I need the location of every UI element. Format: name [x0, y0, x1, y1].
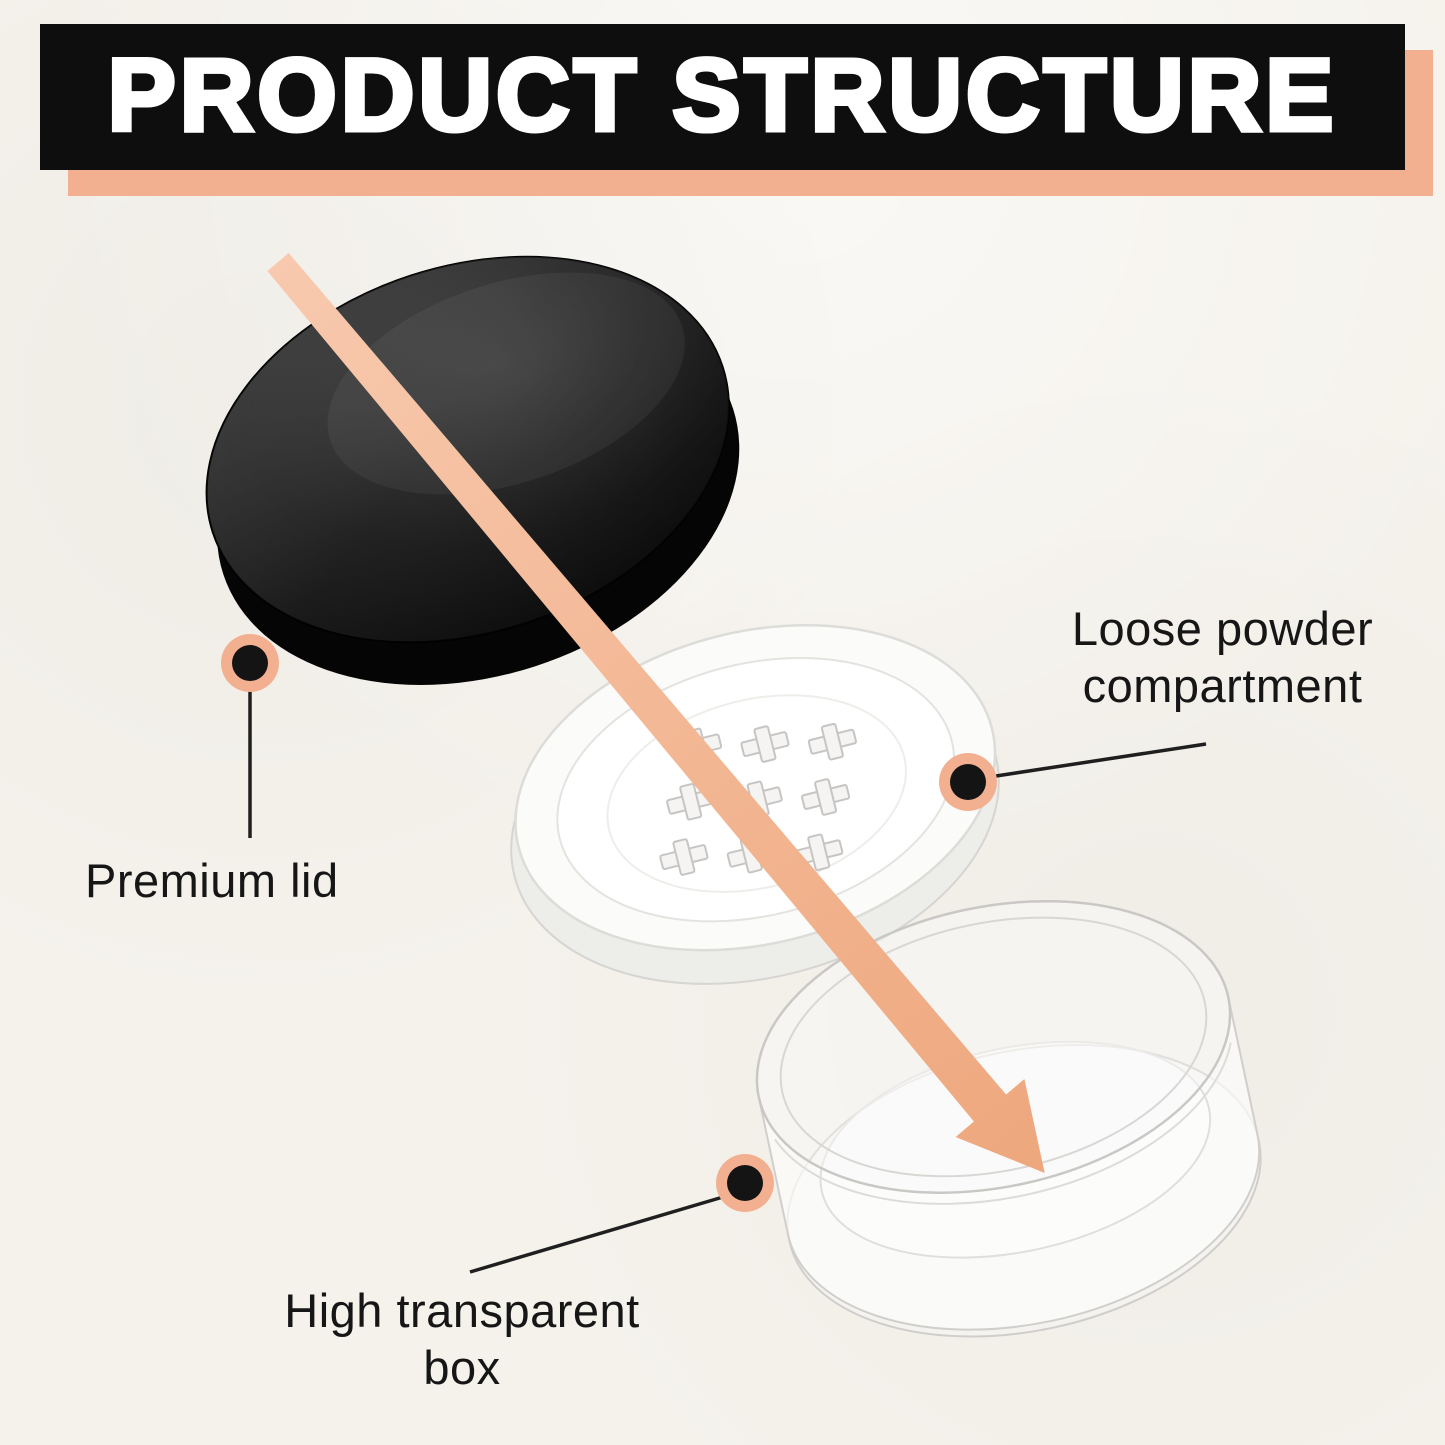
callout-dot-box	[716, 1154, 774, 1212]
callout-line-compartment	[995, 742, 1207, 778]
label-premium-lid: Premium lid	[85, 854, 339, 907]
callout-dot-compartment	[939, 753, 997, 811]
callout-dot-lid	[221, 634, 279, 692]
callout-dots	[221, 634, 997, 1212]
page-title: PRODUCT STRUCTURE	[105, 38, 1338, 152]
callout-lines	[248, 691, 1207, 1274]
title-banner: PRODUCT STRUCTURE	[40, 24, 1405, 170]
callout-line-box	[469, 1195, 724, 1274]
label-loose-powder-compartment: Loose powder compartment	[1071, 602, 1374, 713]
explode-arrow	[267, 253, 1045, 1173]
label-high-transparent-box: High transparent box	[284, 1284, 640, 1395]
